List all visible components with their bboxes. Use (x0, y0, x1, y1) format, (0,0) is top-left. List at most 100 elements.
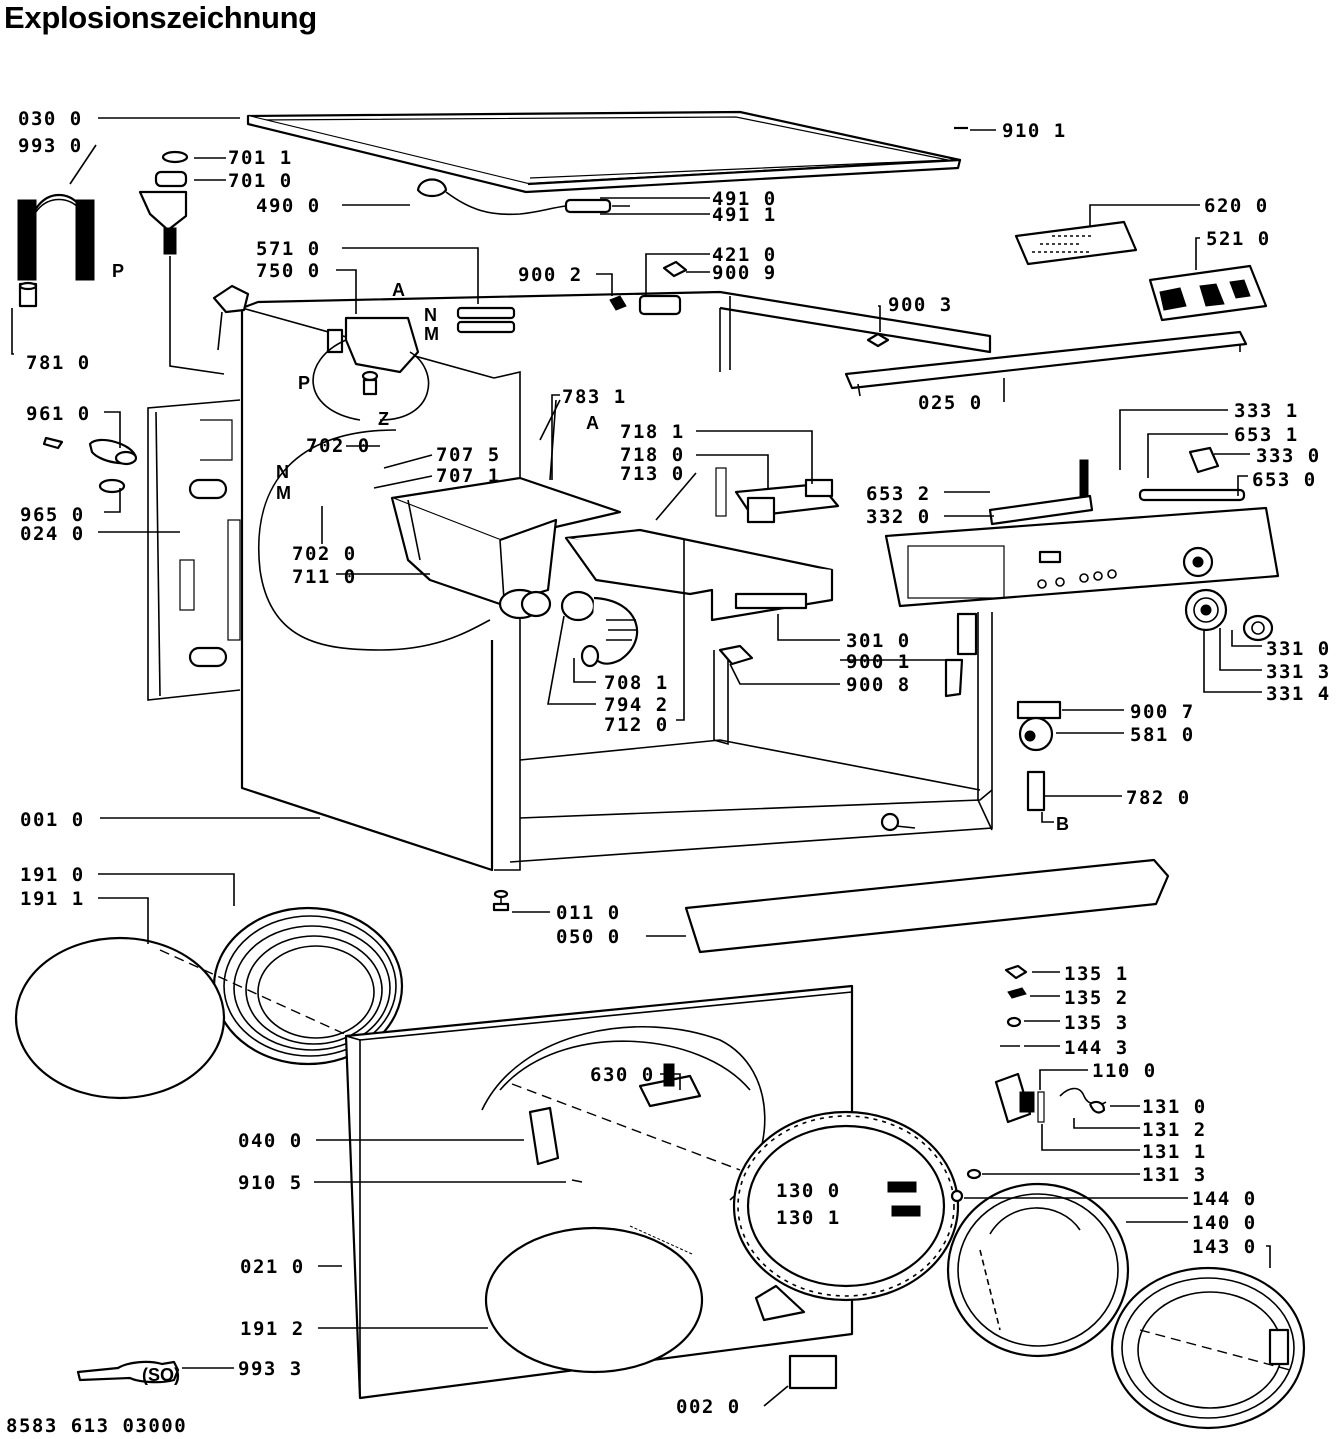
small-hardware-part (571, 126, 1028, 1203)
door-hinge-part (994, 1072, 1107, 1124)
part-label: 900 7 (1130, 701, 1195, 723)
shock-absorber-part (42, 436, 138, 494)
part-label: 653 0 (1252, 469, 1317, 491)
part-label: 025 0 (918, 392, 983, 414)
door-frame-part (1110, 1266, 1306, 1430)
part-label: 491 0 (712, 188, 777, 210)
part-label: 702 0 (292, 543, 357, 565)
letter-marker: M (424, 324, 439, 344)
part-label: 110 0 (1092, 1060, 1157, 1082)
part-label: 961 0 (26, 403, 91, 425)
part-label: 707 1 (436, 465, 501, 487)
part-label: 794 2 (604, 694, 669, 716)
part-label: 130 0 (776, 1180, 841, 1202)
part-label: 910 5 (238, 1172, 303, 1194)
top-cover-part (246, 110, 962, 194)
part-label: 040 0 (238, 1130, 303, 1152)
wiring-lines (258, 429, 491, 651)
part-label: 140 0 (1192, 1212, 1257, 1234)
door-ring-part (732, 1110, 960, 1302)
door-seal-part (14, 906, 404, 1100)
part-label: 702 0 (306, 435, 371, 457)
pump-part (1016, 700, 1062, 812)
inlet-valve-part (138, 150, 250, 375)
part-label: 191 1 (20, 888, 85, 910)
letter-marker: N (424, 305, 437, 325)
part-label: 131 1 (1142, 1141, 1207, 1163)
back-panel-part (147, 399, 241, 701)
detergent-drawer-part (564, 467, 840, 622)
part-label: 191 2 (240, 1318, 305, 1340)
part-label: 135 2 (1064, 987, 1129, 1009)
part-label: 144 0 (1192, 1188, 1257, 1210)
connector-part (456, 260, 688, 334)
plinth-part (492, 858, 1170, 954)
part-label: 620 0 (1204, 195, 1269, 217)
part-label: 301 0 (846, 630, 911, 652)
cabinet-frame-part (240, 290, 993, 872)
cable-part (416, 178, 630, 216)
part-label: 750 0 (256, 260, 321, 282)
wrench-part: (SO) (76, 1360, 180, 1385)
top-rail-part (844, 330, 1248, 397)
drawing-number: 8583 613 03000 (6, 1415, 187, 1437)
part-label: 331 0 (1266, 638, 1331, 660)
part-label: 135 3 (1064, 1012, 1129, 1034)
pressure-switch-part (312, 316, 430, 421)
part-labels: 030 0 993 0 701 1 701 0 490 0 491 0 491 … (18, 108, 1331, 1418)
part-label: 144 3 (1064, 1037, 1129, 1059)
part-label: 002 0 (676, 1396, 741, 1418)
door-glass-part (946, 1182, 1130, 1358)
part-label: 993 3 (238, 1358, 303, 1380)
part-label: 332 0 (866, 506, 931, 528)
part-label: 130 1 (776, 1207, 841, 1229)
part-label: 333 1 (1234, 400, 1299, 422)
part-label: 965 0 (20, 504, 85, 526)
part-label: 718 1 (620, 421, 685, 443)
part-label: 653 2 (866, 483, 931, 505)
part-label: 711 0 (292, 566, 357, 588)
parts-drawing: (SO) (14, 110, 1306, 1430)
electronic-board-part (1014, 220, 1268, 322)
part-label: 421 0 (712, 244, 777, 266)
part-label: 783 1 (562, 386, 627, 408)
program-knob-part (1184, 588, 1274, 642)
part-label: 712 0 (604, 714, 669, 736)
letter-markers: P A N M P Z A N M B (112, 261, 1069, 834)
letter-marker: P (298, 373, 310, 393)
part-label: 910 1 (1002, 120, 1067, 142)
part-label: 900 8 (846, 674, 911, 696)
part-label: 707 5 (436, 444, 501, 466)
part-label: 011 0 (556, 902, 621, 924)
bellows-part (560, 590, 639, 668)
part-label: 782 0 (1126, 787, 1191, 809)
part-label: 701 1 (228, 147, 293, 169)
letter-marker: A (586, 413, 599, 433)
part-label: 131 2 (1142, 1119, 1207, 1141)
part-label: 571 0 (256, 238, 321, 260)
part-label: 131 3 (1142, 1164, 1207, 1186)
part-label: 191 0 (20, 864, 85, 886)
letter-marker: M (276, 483, 291, 503)
letter-marker: N (276, 462, 289, 482)
door-lock-part (718, 612, 978, 698)
part-label: 050 0 (556, 926, 621, 948)
page-title: Explosionszeichnung (4, 0, 317, 35)
part-label: 490 0 (256, 195, 321, 217)
letter-marker: A (392, 280, 405, 300)
letter-marker: P (112, 261, 124, 281)
part-label: 024 0 (20, 523, 85, 545)
part-label: 900 3 (888, 294, 953, 316)
part-label: 653 1 (1234, 424, 1299, 446)
part-label: 781 0 (26, 352, 91, 374)
part-label: 900 2 (518, 264, 583, 286)
letter-marker: Z (378, 409, 389, 429)
part-label: 713 0 (620, 463, 685, 485)
part-label: 581 0 (1130, 724, 1195, 746)
svg-text:(SO): (SO) (142, 1365, 180, 1385)
leader-lines (11, 117, 1271, 1407)
inlet-hose-part (17, 193, 95, 308)
part-label: 001 0 (20, 809, 85, 831)
part-label: 143 0 (1192, 1236, 1257, 1258)
drawer-housing-part (390, 399, 622, 620)
